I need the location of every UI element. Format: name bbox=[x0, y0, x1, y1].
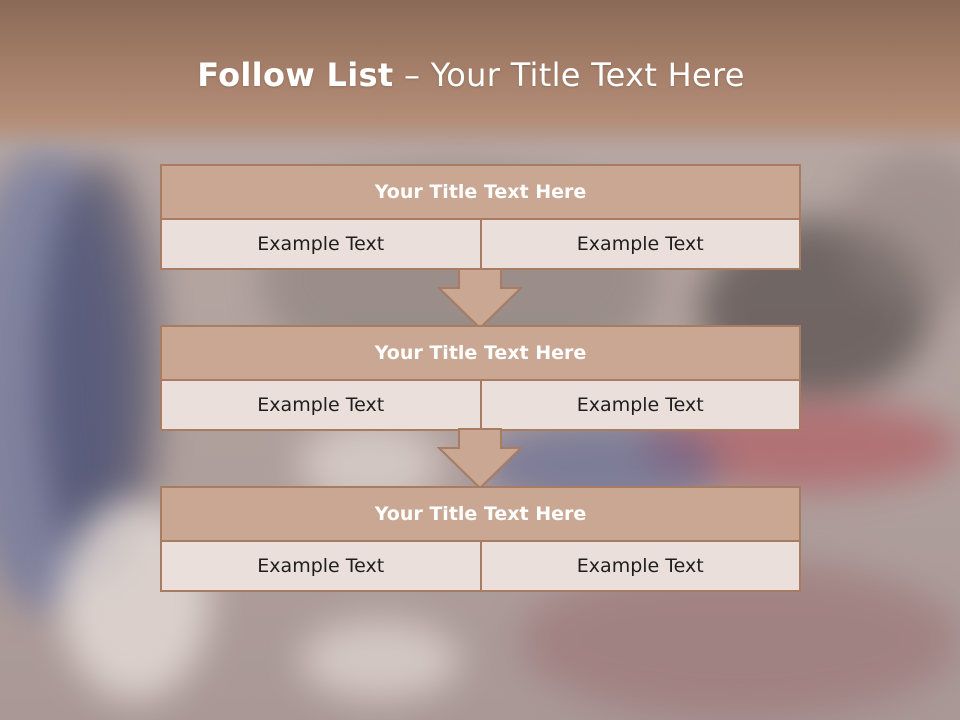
block-cell-right: Example Text bbox=[481, 542, 801, 592]
header-band bbox=[0, 0, 960, 150]
block-row: Example Text Example Text bbox=[160, 220, 801, 270]
block-title: Your Title Text Here bbox=[160, 164, 801, 220]
block-cell-left: Example Text bbox=[160, 542, 482, 592]
slide-title-bold: Follow List bbox=[197, 56, 394, 94]
block-cell-left: Example Text bbox=[160, 220, 482, 270]
block-row: Example Text Example Text bbox=[160, 381, 801, 431]
list-block-3: Your Title Text Here Example Text Exampl… bbox=[160, 486, 801, 592]
down-arrow-icon bbox=[437, 428, 523, 490]
list-block-1: Your Title Text Here Example Text Exampl… bbox=[160, 164, 801, 270]
block-title: Your Title Text Here bbox=[160, 486, 801, 542]
down-arrow-icon bbox=[437, 268, 523, 330]
block-row: Example Text Example Text bbox=[160, 542, 801, 592]
slide-title: Follow List – Your Title Text Here bbox=[0, 56, 960, 94]
block-cell-left: Example Text bbox=[160, 381, 482, 431]
block-cell-right: Example Text bbox=[481, 220, 801, 270]
slide-title-rest: – Your Title Text Here bbox=[403, 56, 745, 94]
block-cell-right: Example Text bbox=[481, 381, 801, 431]
block-title: Your Title Text Here bbox=[160, 325, 801, 381]
list-block-2: Your Title Text Here Example Text Exampl… bbox=[160, 325, 801, 431]
